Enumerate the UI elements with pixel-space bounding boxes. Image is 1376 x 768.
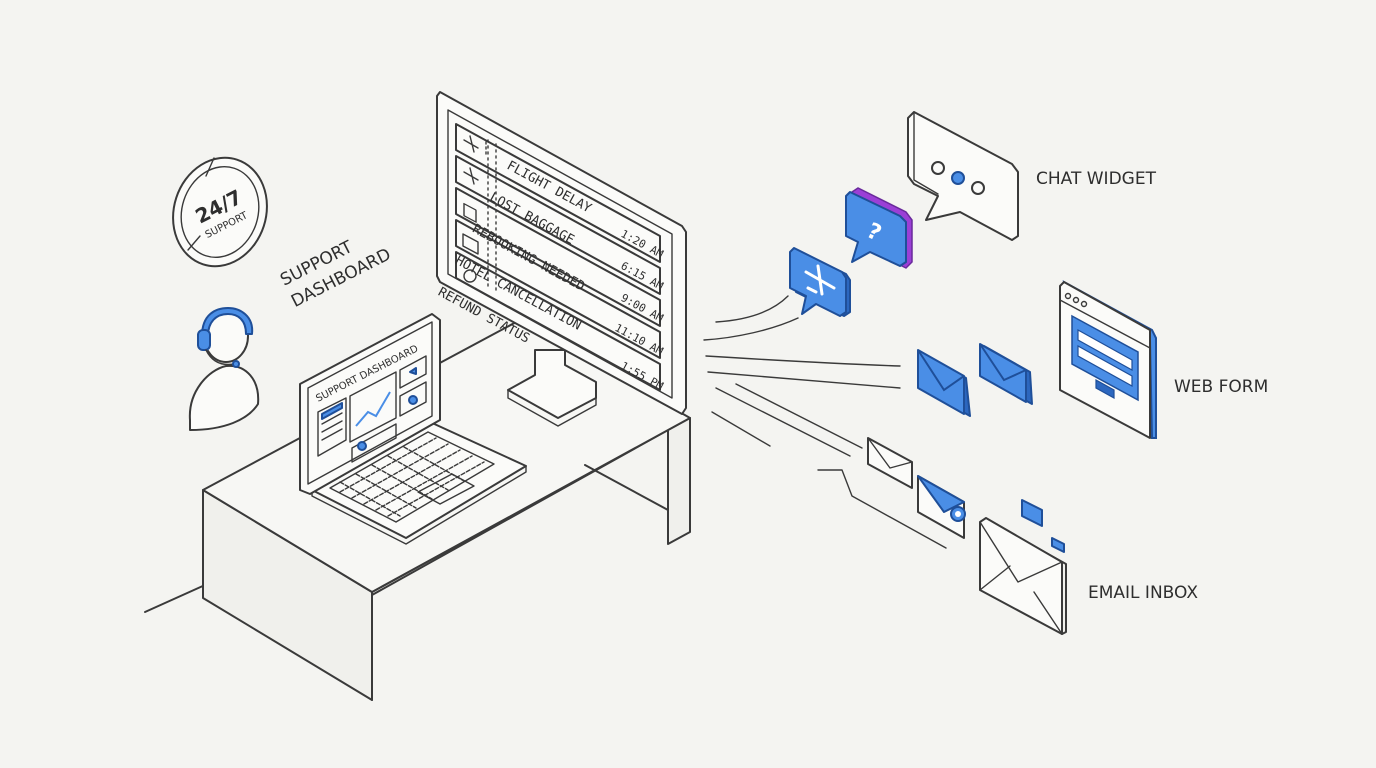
plane-icon [463, 135, 479, 153]
clock-badge-icon: 24/7 SUPPORT [172, 156, 268, 268]
envelope-icon [917, 349, 971, 417]
headset-agent-icon [188, 307, 260, 431]
ticket-row[interactable] [455, 123, 661, 263]
ticket-row[interactable] [455, 251, 661, 391]
touchpad [417, 473, 475, 505]
keyboard [329, 431, 495, 523]
ticket-row[interactable] [455, 187, 661, 327]
floating-square [1051, 537, 1065, 553]
envelope-icon [979, 517, 1067, 635]
luggage-icon [463, 202, 477, 223]
flow-lines [703, 295, 947, 549]
ticket-row[interactable] [455, 155, 661, 295]
ticket-row[interactable] [455, 219, 661, 359]
channel-label-chat: CHAT WIDGET [1036, 169, 1157, 189]
channel-label-web: WEB FORM [1174, 377, 1268, 397]
envelope-icon [979, 343, 1033, 405]
monitor: FLIGHT DELAY LOST BAGGAGE REBOOKING NEED… [435, 91, 687, 427]
plane-icon [463, 167, 479, 185]
trend-line-icon [355, 391, 391, 427]
envelope-icon [867, 437, 913, 489]
at-sign-icon [917, 475, 966, 539]
chat-bubble-icon [907, 111, 1019, 241]
channel-label-email: EMAIL INBOX [1088, 583, 1198, 603]
hotel-icon [462, 233, 479, 255]
ticket-list [455, 123, 661, 391]
floating-square [1021, 499, 1043, 527]
question-bubble-icon: ? [845, 187, 913, 269]
laptop: SUPPORT DASHBOARD [299, 313, 527, 545]
plane-bubble-icon [789, 247, 851, 317]
browser-form-icon [1059, 280, 1157, 439]
location-pin-icon [463, 269, 477, 283]
